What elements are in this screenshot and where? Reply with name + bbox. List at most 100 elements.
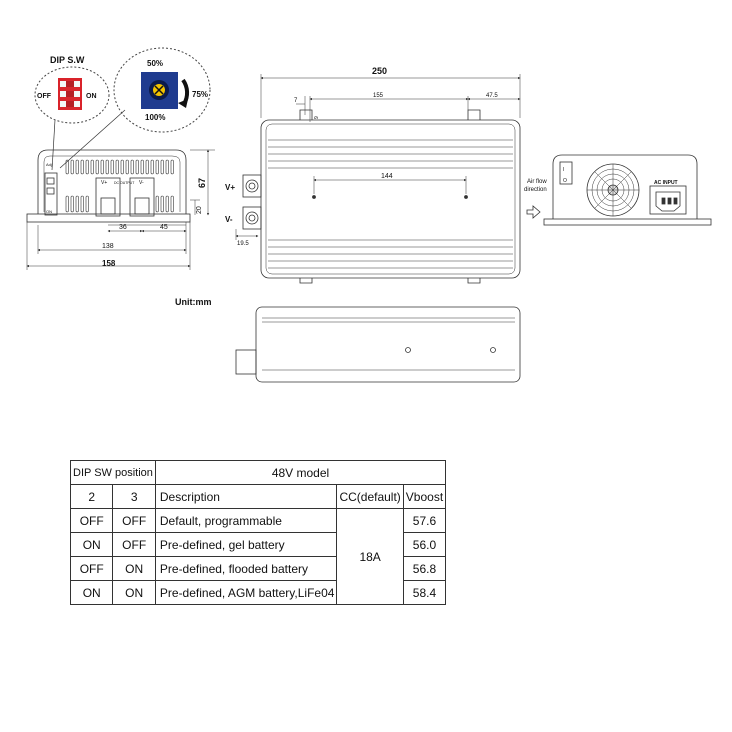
col-header-sw2: 2 bbox=[69, 484, 114, 509]
front-dim-158-label: 158 bbox=[102, 259, 116, 268]
top-dim-19-5-label: 19.5 bbox=[237, 241, 249, 247]
vent-slot bbox=[170, 195, 174, 213]
col-header-sw3: 3 bbox=[112, 484, 156, 509]
vent-slot bbox=[165, 159, 169, 175]
front-terminal-left bbox=[95, 177, 121, 217]
top-mount-hole-left bbox=[312, 195, 316, 199]
knob-leader-line bbox=[59, 109, 126, 169]
table-row: OFF ON Pre-defined, flooded battery 56.8 bbox=[69, 556, 447, 581]
vent-slot bbox=[105, 159, 109, 175]
dip-switch-callout: DIP S.W OFF ON bbox=[34, 55, 110, 171]
cell-cc-default: 18A bbox=[336, 508, 404, 605]
cell-sw3: ON bbox=[112, 556, 156, 581]
front-vent-slots bbox=[65, 159, 174, 213]
vent-slot bbox=[140, 159, 144, 175]
vent-slot bbox=[110, 159, 114, 175]
front-dim-45-label: 45 bbox=[160, 224, 168, 231]
side-screw-1 bbox=[405, 347, 411, 353]
vent-slot bbox=[70, 195, 74, 213]
top-mount-tab-left bbox=[299, 109, 313, 120]
knob-75-label: 75% bbox=[192, 90, 208, 99]
cell-sw3: OFF bbox=[112, 532, 156, 557]
front-housing bbox=[37, 149, 187, 214]
knob-callout: 50% 75% 100% bbox=[59, 47, 211, 169]
vent-slot bbox=[100, 159, 104, 175]
front-terminal-right bbox=[129, 177, 155, 217]
front-vplus-label: V+ bbox=[101, 180, 107, 186]
vent-slot bbox=[95, 159, 99, 175]
vent-slot bbox=[170, 159, 174, 175]
vent-slot bbox=[75, 159, 79, 175]
vent-slot bbox=[65, 159, 69, 175]
dip-switch-bubble bbox=[34, 66, 110, 124]
rear-view bbox=[526, 154, 712, 226]
top-view bbox=[235, 74, 521, 284]
front-dc-output-label: DC OUTPUT bbox=[114, 181, 135, 185]
front-dim-138-label: 138 bbox=[102, 243, 114, 250]
front-vminus-label: V- bbox=[139, 180, 144, 186]
rear-switch-on-label: I bbox=[563, 167, 564, 173]
vent-slot bbox=[85, 195, 89, 213]
knob-50-label: 50% bbox=[147, 59, 163, 68]
vent-slot bbox=[130, 159, 134, 175]
top-dim-7-label: 7 bbox=[294, 98, 298, 104]
table-row: ON ON Pre-defined, AGM battery,LiFe04 58… bbox=[69, 580, 447, 605]
vent-slot bbox=[90, 159, 94, 175]
vent-slot bbox=[80, 195, 84, 213]
cell-sw2: OFF bbox=[69, 556, 114, 581]
vent-slot bbox=[120, 159, 124, 175]
vent-slot bbox=[85, 159, 89, 175]
front-board-on: ON bbox=[46, 209, 52, 214]
cell-description: Pre-defined, gel battery bbox=[154, 532, 338, 557]
vent-slot bbox=[145, 159, 149, 175]
table-row: OFF OFF Default, programmable 18A 57.6 bbox=[69, 508, 447, 605]
front-base-label: 20 bbox=[196, 206, 203, 214]
top-dim-9-label: 9 bbox=[314, 116, 320, 119]
top-dim-47-5-label: 47.5 bbox=[486, 93, 498, 99]
top-fins bbox=[268, 139, 513, 269]
dip-leader-line bbox=[51, 119, 56, 171]
vent-slot bbox=[155, 195, 159, 213]
front-height-label: 67 bbox=[197, 178, 207, 188]
top-dim-155-label: 155 bbox=[373, 93, 384, 99]
front-control-panel bbox=[44, 172, 58, 216]
top-terminal-vminus bbox=[242, 206, 262, 230]
cell-sw2: ON bbox=[69, 532, 114, 557]
top-mount-tab-right bbox=[467, 109, 481, 120]
knob-100-label: 100% bbox=[145, 113, 165, 122]
cell-vboost: 56.8 bbox=[402, 556, 447, 581]
dip-position-header: DIP SW position bbox=[70, 460, 156, 485]
rear-power-switch bbox=[559, 161, 573, 185]
unit-label: Unit:mm bbox=[175, 297, 212, 307]
cell-description: Pre-defined, flooded battery bbox=[154, 556, 338, 581]
vent-slot bbox=[160, 195, 164, 213]
model-header: 48V model bbox=[154, 460, 447, 485]
rear-ac-input-label: AC INPUT bbox=[654, 180, 678, 186]
side-view bbox=[235, 306, 521, 383]
knob-bubble bbox=[113, 47, 211, 133]
front-board-adj: Adj. bbox=[46, 162, 53, 167]
dip-switch-title: DIP S.W bbox=[50, 55, 85, 65]
vent-slot bbox=[80, 159, 84, 175]
dip-on-label: ON bbox=[86, 93, 97, 100]
top-dim-250-label: 250 bbox=[372, 66, 387, 76]
side-terminal bbox=[235, 349, 257, 375]
dip-settings-table: DIP SW position 48V model 2 3 Descriptio… bbox=[69, 460, 447, 605]
vent-slot bbox=[160, 159, 164, 175]
rear-switch-off-label: O bbox=[563, 178, 567, 184]
cell-vboost: 57.6 bbox=[402, 508, 447, 533]
side-housing bbox=[255, 306, 521, 383]
vent-slot bbox=[165, 195, 169, 213]
cell-description: Default, programmable bbox=[154, 508, 338, 533]
top-terminal-vplus bbox=[242, 174, 262, 198]
front-dim-36-label: 36 bbox=[119, 224, 127, 231]
rear-housing bbox=[552, 154, 698, 219]
col-header-cc: CC(default) bbox=[336, 484, 404, 509]
vent-slot bbox=[150, 159, 154, 175]
top-mount-hole-right bbox=[464, 195, 468, 199]
col-header-description: Description bbox=[154, 484, 338, 509]
cell-sw3: ON bbox=[112, 580, 156, 605]
table-header-row-1: DIP SW position 48V model bbox=[70, 460, 447, 485]
